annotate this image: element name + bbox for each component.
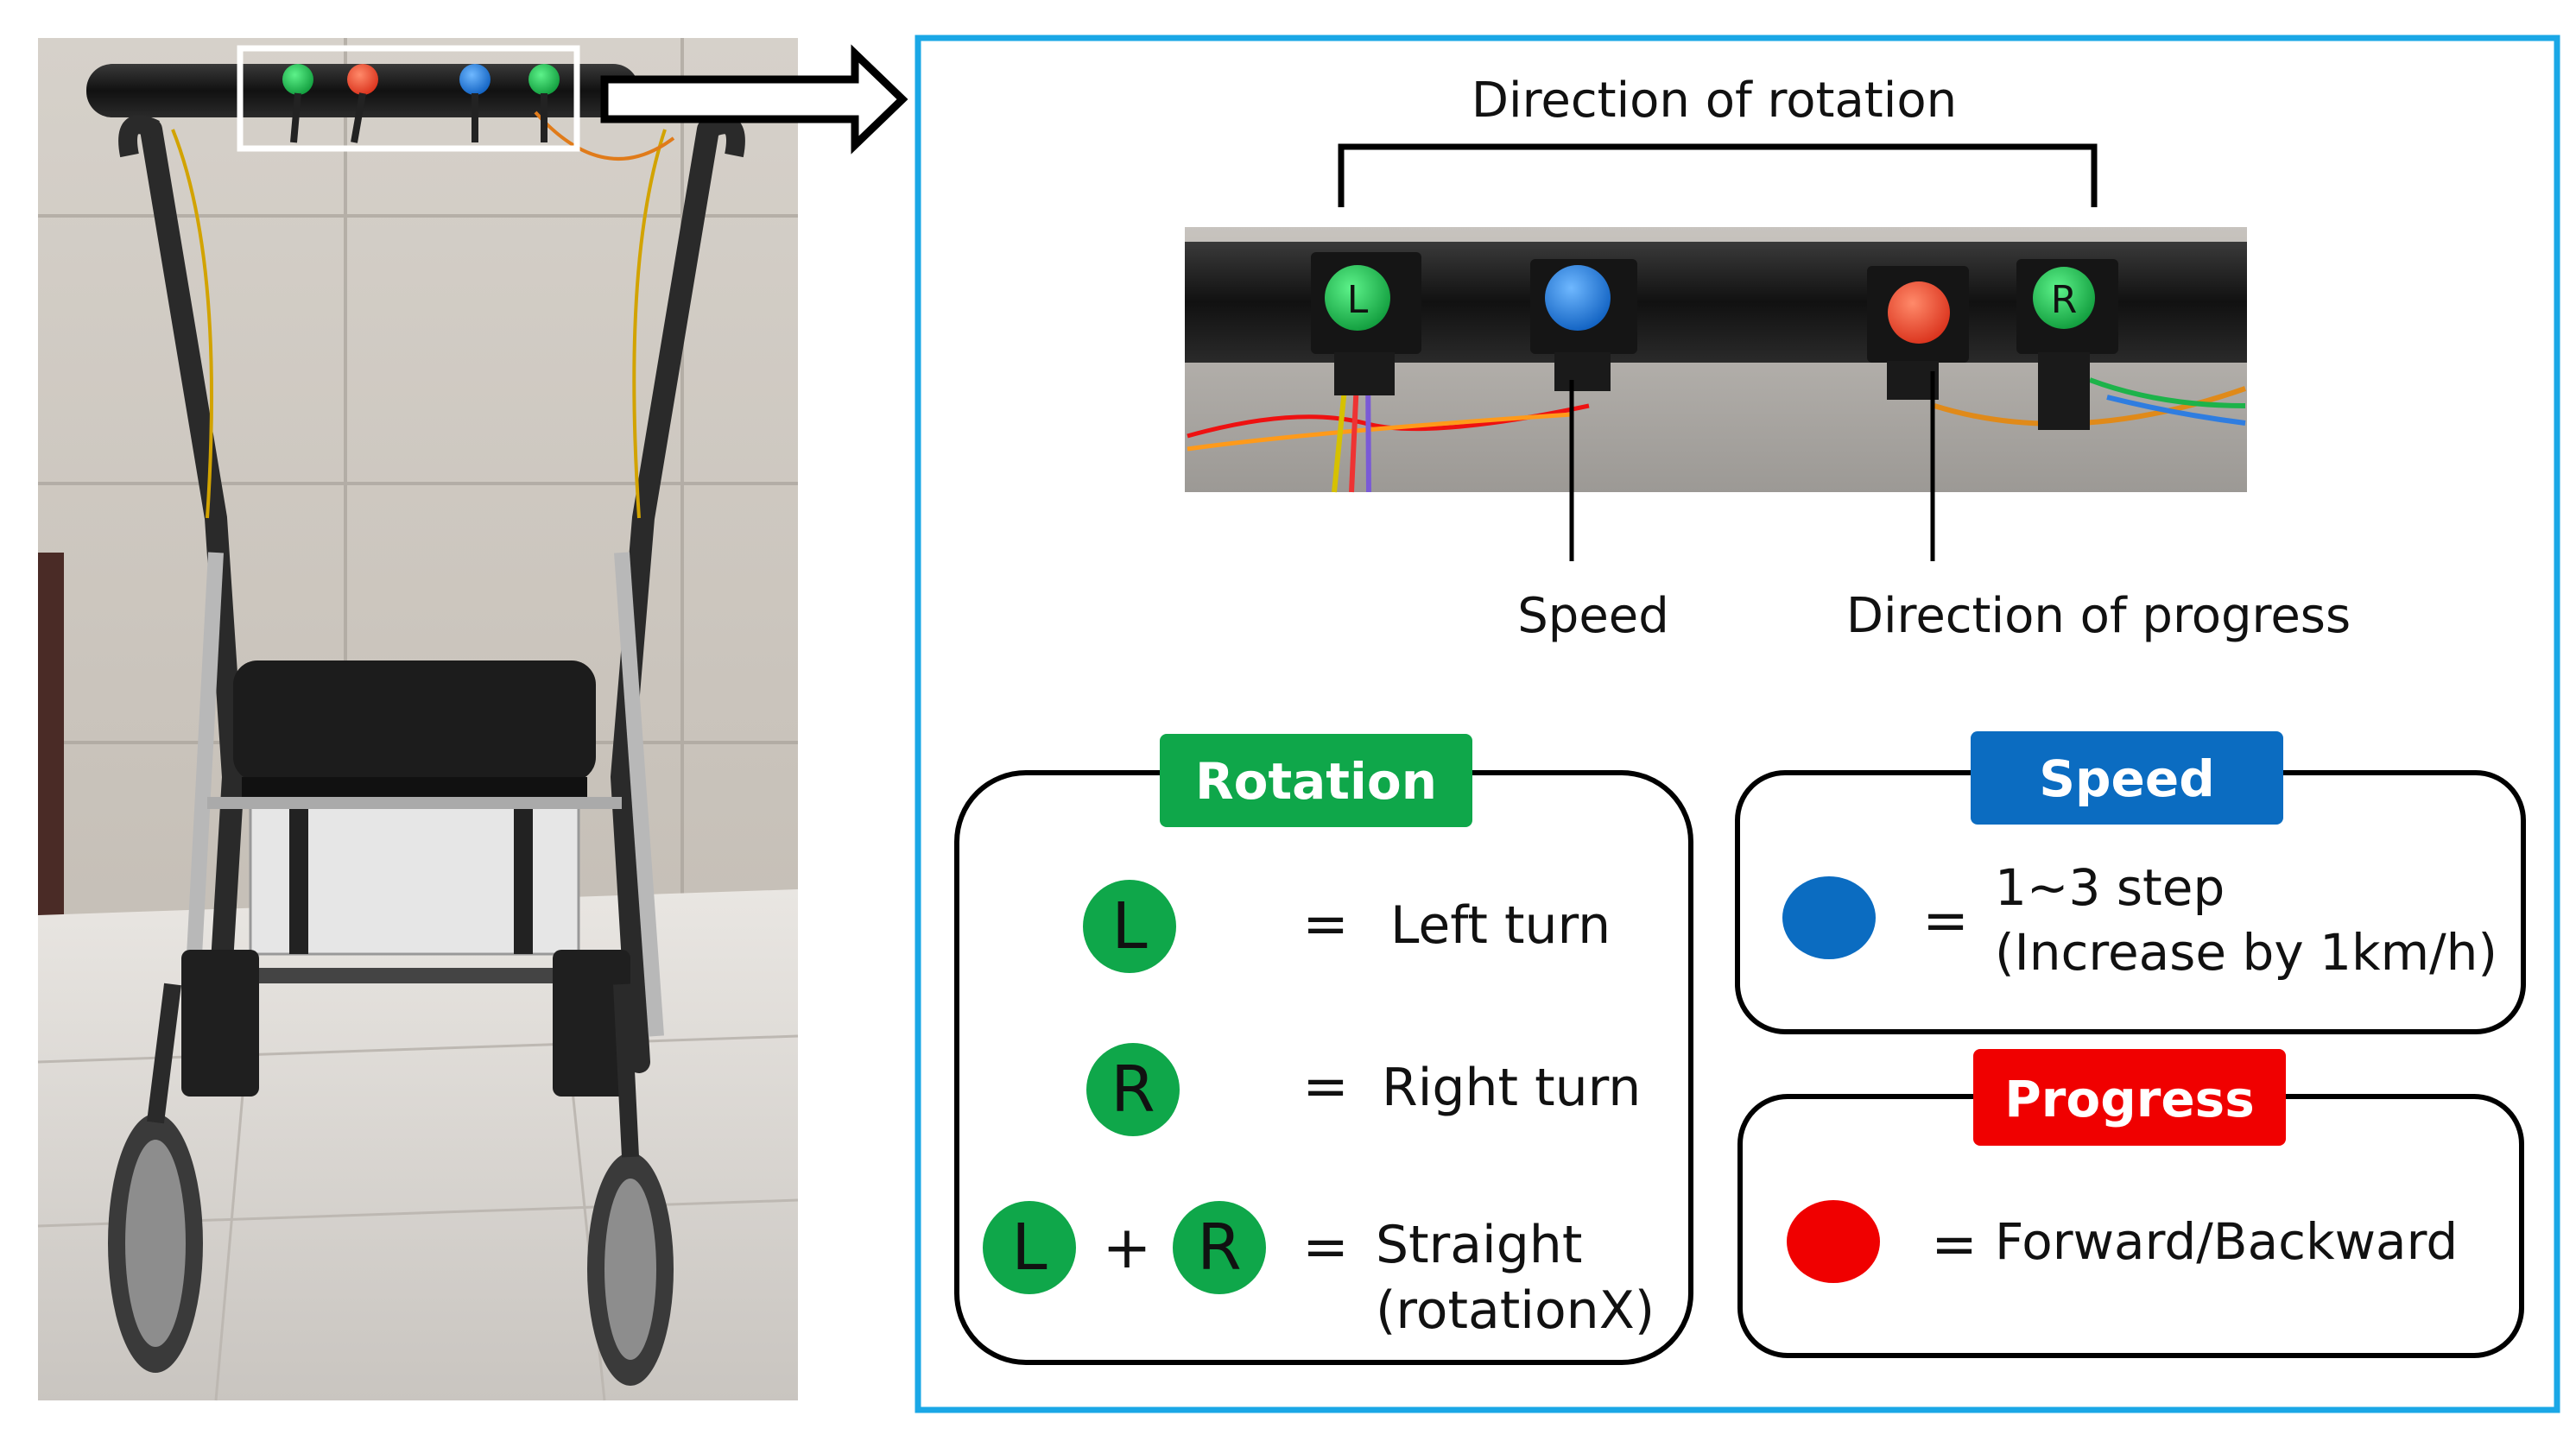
r-button-icon [1086,1043,1180,1136]
left-turn-text: Left turn [1390,895,1611,956]
r-icon-letter: R [1111,1052,1155,1127]
speed-badge [1971,731,2283,825]
l-button-icon [1083,880,1176,973]
button-photo-right-letter: R [2051,278,2078,322]
speed-badge-label: Speed [2039,749,2214,808]
button-photo-left-letter: L [1347,278,1369,322]
bracket-icon [1338,143,2098,207]
equals-sign: = [1931,1213,1978,1277]
progress-box: Progress = Forward/Backward [1737,1049,2524,1358]
blue-button-icon [1782,876,1876,959]
l-icon-letter: L [1011,1210,1047,1285]
red-button-icon [1787,1200,1880,1283]
button-photo: L R [1185,227,2247,493]
plus-sign: + [1103,1214,1152,1282]
equals-sign: = [1302,893,1349,957]
direction-of-rotation-label: Direction of rotation [1472,73,1957,129]
equals-sign: = [1302,1216,1349,1280]
l-icon-letter: L [1111,889,1147,964]
rotation-badge-label: Rotation [1195,752,1437,811]
r-button-icon [1173,1201,1266,1294]
l-button-icon [983,1201,1076,1294]
right-turn-text: Right turn [1382,1058,1641,1118]
rotationx-text: (rotationX) [1376,1280,1655,1341]
direction-of-progress-label: Direction of progress [1846,588,2351,644]
straight-text: Straight [1376,1215,1582,1275]
rotation-box: Rotation L = Left turn R = Right turn L … [954,734,1693,1365]
speed-label: Speed [1517,588,1669,644]
speed-steps-text: 1~3 step [1995,858,2225,917]
progress-badge-label: Progress [2004,1070,2254,1128]
speed-increase-text: (Increase by 1km/h) [1995,923,2497,982]
equals-sign: = [1922,889,1969,953]
right-arrow-icon [600,44,908,155]
equals-sign: = [1302,1055,1349,1119]
rotation-badge [1160,734,1472,827]
speed-box: Speed = 1~3 step (Increase by 1km/h) [1735,731,2526,1034]
walker-photo [37,38,799,1401]
progress-badge [1973,1049,2286,1146]
forward-backward-text: Forward/Backward [1995,1212,2458,1271]
r-icon-letter: R [1197,1210,1241,1285]
